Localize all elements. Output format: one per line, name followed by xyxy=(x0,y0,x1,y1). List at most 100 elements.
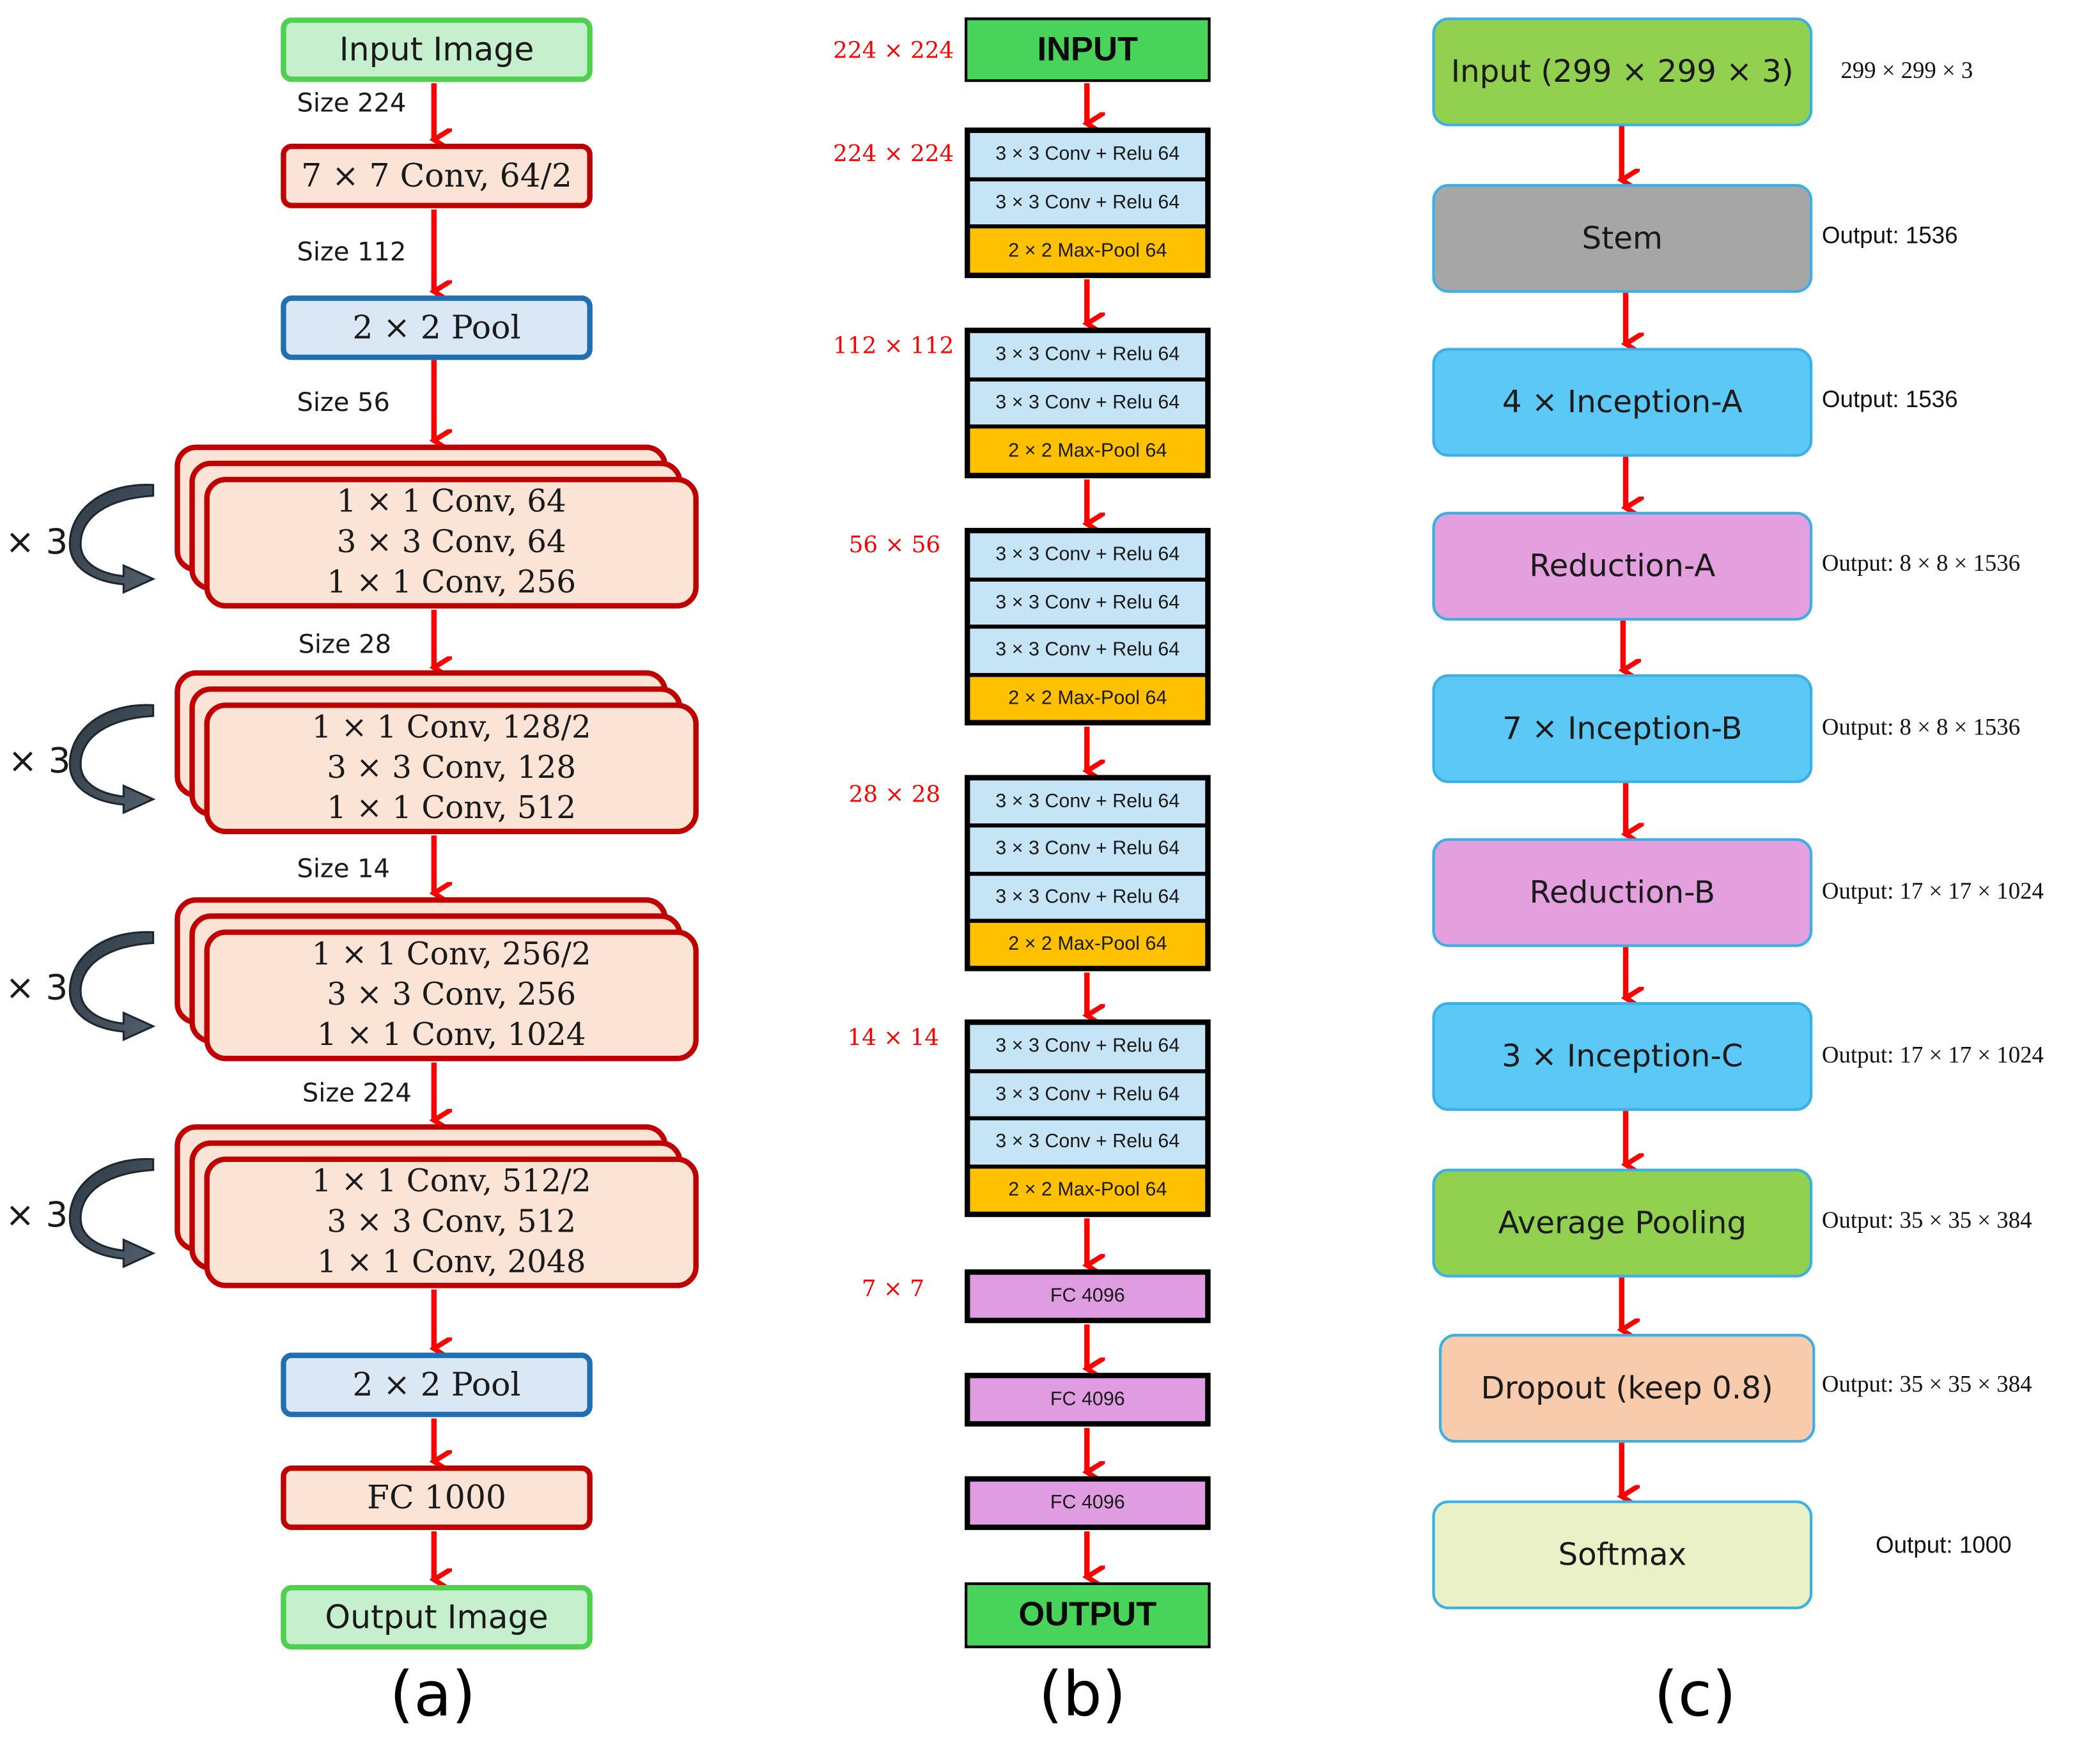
repeat-curved-arrow-icon xyxy=(68,483,156,594)
fc1000-label: FC 1000 xyxy=(367,1478,507,1517)
conv-relu-layer: 3 × 3 Conv + Relu 64 xyxy=(970,1025,1206,1069)
vgg-input-box: INPUT xyxy=(965,17,1211,82)
inception-block-label: Average Pooling xyxy=(1498,1205,1747,1241)
vgg-dim-6: 14 × 14 xyxy=(847,1025,940,1052)
stage2-line-1: 1 × 1 Conv, 128/2 xyxy=(311,710,591,746)
inception-output-note: Output: 35 × 35 × 384 xyxy=(1821,1206,2032,1234)
inception-block-label: Reduction-B xyxy=(1529,875,1716,910)
vgg-output-box: OUTPUT xyxy=(965,1582,1211,1648)
repeat-label-stage1: × 3 xyxy=(5,522,68,563)
conv7-label: 7 × 7 Conv, 64/2 xyxy=(301,157,572,195)
inception-block-stem: Stem xyxy=(1432,183,1813,293)
vgg-dim-5: 28 × 28 xyxy=(848,782,941,809)
inception-output-note: Output: 1536 xyxy=(1821,221,1958,249)
stage3-line-3: 1 × 1 Conv, 1024 xyxy=(316,1018,586,1053)
input-image-label: Input Image xyxy=(339,31,534,69)
inception-block-label: Stem xyxy=(1582,221,1663,256)
pool2-box: 2 × 2 Pool xyxy=(281,1352,593,1418)
conv-relu-layer: 3 × 3 Conv + Relu 64 xyxy=(970,381,1206,425)
conv7-box: 7 × 7 Conv, 64/2 xyxy=(281,143,593,208)
inception-block-reduction-b: Reduction-B xyxy=(1432,838,1813,947)
pool1-box: 2 × 2 Pool xyxy=(281,295,593,360)
inception-block-label: 4 × Inception-A xyxy=(1502,385,1743,420)
vgg-fc-2: FC 4096 xyxy=(965,1372,1211,1427)
vgg-fc-1: FC 4096 xyxy=(965,1269,1211,1324)
repeat-label-stage3: × 3 xyxy=(5,968,68,1009)
conv-relu-layer: 3 × 3 Conv + Relu 64 xyxy=(970,1072,1206,1117)
inception-block-label: Dropout (keep 0.8) xyxy=(1481,1370,1773,1406)
vgg-dim-1: 224 × 224 xyxy=(833,37,954,65)
size-label-28: Size 28 xyxy=(298,630,392,660)
inception-block-label: Input (299 × 299 × 3) xyxy=(1451,54,1794,89)
inception-block-label: 7 × Inception-B xyxy=(1502,711,1743,747)
pool1-label: 2 × 2 Pool xyxy=(352,309,521,347)
inception-output-note: Output: 17 × 17 × 1024 xyxy=(1821,877,2044,904)
repeat-label-stage4: × 3 xyxy=(5,1195,68,1236)
inception-output-note: Output: 8 × 8 × 1536 xyxy=(1821,549,2021,576)
stage3-block: 1 × 1 Conv, 256/2 3 × 3 Conv, 256 1 × 1 … xyxy=(204,929,699,1062)
stage1-line-1: 1 × 1 Conv, 64 xyxy=(336,484,566,520)
inception-block-7-inception-b: 7 × Inception-B xyxy=(1432,674,1813,784)
caption-a: (a) xyxy=(389,1657,476,1730)
caption-b: (b) xyxy=(1038,1657,1126,1730)
inception-block-reduction-a: Reduction-A xyxy=(1432,511,1813,621)
conv-relu-layer: 3 × 3 Conv + Relu 64 xyxy=(970,580,1206,625)
vgg-fc-2-label: FC 4096 xyxy=(1050,1389,1125,1411)
input-image-box: Input Image xyxy=(281,17,593,82)
caption-c: (c) xyxy=(1654,1657,1736,1730)
repeat-label-stage2: × 3 xyxy=(8,741,71,782)
stage1-block: 1 × 1 Conv, 64 3 × 3 Conv, 64 1 × 1 Conv… xyxy=(204,477,699,609)
size-label-112: Size 112 xyxy=(297,238,407,268)
vgg-output-label: OUTPUT xyxy=(1018,1595,1157,1634)
stage2-block: 1 × 1 Conv, 128/2 3 × 3 Conv, 128 1 × 1 … xyxy=(204,702,699,835)
vgg-dim-2: 224 × 224 xyxy=(833,141,954,168)
output-image-label: Output Image xyxy=(325,1598,548,1636)
size-label-224b: Size 224 xyxy=(302,1078,412,1108)
output-image-box: Output Image xyxy=(281,1585,593,1650)
conv-relu-layer: 3 × 3 Conv + Relu 64 xyxy=(970,1120,1206,1165)
vgg-dim-4: 56 × 56 xyxy=(848,532,941,559)
stage1-line-3: 1 × 1 Conv, 256 xyxy=(327,565,577,601)
stage4-line-3: 1 × 1 Conv, 2048 xyxy=(316,1245,586,1280)
inception-block-label: Reduction-A xyxy=(1529,548,1716,584)
inception-block-average-pooling: Average Pooling xyxy=(1432,1168,1813,1278)
max-pool-layer: 2 × 2 Max-Pool 64 xyxy=(970,1168,1206,1212)
stage2-line-2: 3 × 3 Conv, 128 xyxy=(327,750,577,786)
inception-output-note: Output: 17 × 17 × 1024 xyxy=(1821,1041,2044,1068)
vgg-input-label: INPUT xyxy=(1037,30,1139,68)
conv-relu-layer: 3 × 3 Conv + Relu 64 xyxy=(970,628,1206,672)
inception-block-4-inception-a: 4 × Inception-A xyxy=(1432,348,1813,457)
inception-output-note: Output: 1000 xyxy=(1875,1531,2012,1558)
vgg-dim-7: 7 × 7 xyxy=(861,1276,924,1303)
conv-relu-layer: 3 × 3 Conv + Relu 64 xyxy=(970,875,1206,919)
stage3-line-1: 1 × 1 Conv, 256/2 xyxy=(311,937,591,973)
size-label-14: Size 14 xyxy=(297,854,390,884)
max-pool-layer: 2 × 2 Max-Pool 64 xyxy=(970,228,1206,273)
stage2-line-3: 1 × 1 Conv, 512 xyxy=(327,791,577,826)
inception-output-note: Output: 35 × 35 × 384 xyxy=(1821,1370,2032,1397)
conv-relu-layer: 3 × 3 Conv + Relu 64 xyxy=(970,828,1206,871)
inception-output-note: Output: 8 × 8 × 1536 xyxy=(1821,713,2021,741)
size-label-56: Size 56 xyxy=(297,388,390,418)
inception-block-3-inception-c: 3 × Inception-C xyxy=(1432,1002,1813,1111)
max-pool-layer: 2 × 2 Max-Pool 64 xyxy=(970,429,1206,473)
inception-block-label: Softmax xyxy=(1558,1537,1687,1573)
conv-relu-layer: 3 × 3 Conv + Relu 64 xyxy=(970,133,1206,177)
conv-relu-layer: 3 × 3 Conv + Relu 64 xyxy=(970,181,1206,225)
vgg-fc-1-label: FC 4096 xyxy=(1050,1285,1125,1307)
vgg-fc-3-label: FC 4096 xyxy=(1050,1492,1125,1514)
conv-relu-layer: 3 × 3 Conv + Relu 64 xyxy=(970,780,1206,824)
vgg-fc-3: FC 4096 xyxy=(965,1476,1211,1530)
repeat-curved-arrow-icon xyxy=(68,1157,156,1269)
inception-output-note: 299 × 299 × 3 xyxy=(1840,56,1973,84)
inception-output-note: Output: 1536 xyxy=(1821,385,1958,413)
inception-block-label: 3 × Inception-C xyxy=(1501,1039,1743,1074)
fc1000-box: FC 1000 xyxy=(281,1465,593,1530)
stage3-line-2: 3 × 3 Conv, 256 xyxy=(327,978,577,1013)
